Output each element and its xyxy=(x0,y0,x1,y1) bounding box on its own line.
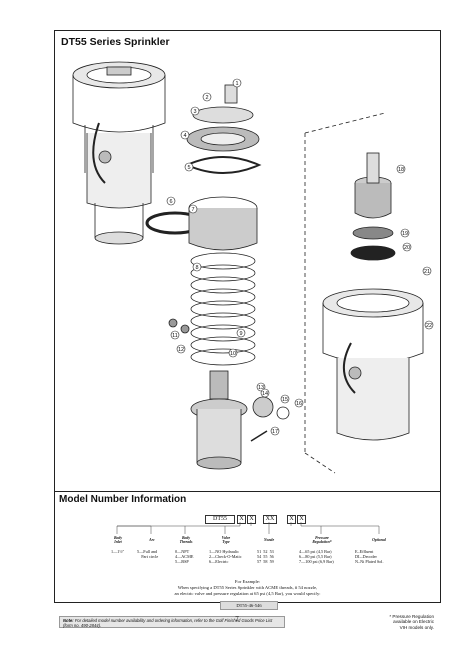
callout-20: 20 xyxy=(402,242,412,252)
callout-13: 13 xyxy=(256,382,266,392)
callout-17: 17 xyxy=(270,426,280,436)
callout-10: 10 xyxy=(228,348,238,358)
col-values-optional: E–Effluent DL–Decoder N–Ni Plated Sol. xyxy=(355,549,384,565)
callout-3: 3 xyxy=(190,106,200,116)
svg-text:3: 3 xyxy=(193,109,196,115)
col-values-body-inlet: 1—1½" xyxy=(111,549,125,554)
col-header-nozzle: Nozzle xyxy=(263,538,275,542)
svg-text:6: 6 xyxy=(169,199,172,205)
col-header-body-inlet: Body Inlet xyxy=(113,536,122,545)
col-header-optional: Optional xyxy=(372,538,386,542)
callout-2: 2 xyxy=(202,92,212,102)
callout-22: 22 xyxy=(424,320,434,330)
model-number-section: DT55 X X XX X X Body Inlet Arc Body Thre… xyxy=(55,509,440,630)
callout-19: 19 xyxy=(400,228,410,238)
callout-16: 16 xyxy=(294,398,304,408)
callout-11: 11 xyxy=(170,330,180,340)
svg-text:22: 22 xyxy=(426,323,432,329)
svg-text:19: 19 xyxy=(402,231,408,237)
callout-12: 12 xyxy=(176,344,186,354)
svg-text:5: 5 xyxy=(187,165,190,171)
callout-6: 6 xyxy=(166,196,176,206)
svg-text:16: 16 xyxy=(296,401,302,407)
callout-15: 15 xyxy=(280,394,290,404)
col-values-pressure-regulation: 4—65 psi (4,5 Bar) 6—80 psi (5,5 Bar) 7—… xyxy=(299,549,334,565)
model-slot-pressure: X xyxy=(287,515,296,524)
callout-21: 21 xyxy=(422,266,432,276)
model-prefix-box: DT55 xyxy=(205,515,235,524)
model-slot-arc: X xyxy=(247,515,256,524)
diagram-title: DT55 Series Sprinkler xyxy=(61,36,170,48)
pressure-regulation-footnote: * Pressure Regulation available on Elect… xyxy=(389,614,434,630)
col-values-body-threads: 0—NPT 4—ACME 5—BSP xyxy=(175,549,194,565)
callout-label: 1 xyxy=(235,81,238,87)
svg-text:2: 2 xyxy=(205,95,208,101)
note-text: For detailed model number availability a… xyxy=(63,618,273,628)
callout-1: 1 xyxy=(232,78,242,88)
assembled-sprinkler-illustration xyxy=(72,61,166,245)
figure-frame: DT55 Series Sprinkler xyxy=(54,30,441,630)
svg-text:21: 21 xyxy=(424,269,430,275)
svg-text:13: 13 xyxy=(258,385,264,391)
callout-8: 8 xyxy=(192,262,202,272)
svg-text:20: 20 xyxy=(404,245,410,251)
col-values-valve-type: 1—NO Hydraulic 2—Check-O-Matic 6—Electri… xyxy=(209,549,242,565)
model-slot-body-inlet: X xyxy=(237,515,246,524)
svg-text:7: 7 xyxy=(191,207,194,213)
model-slot-optional: X xyxy=(297,515,306,524)
section-divider xyxy=(55,491,440,492)
col-header-pressure-regulation: Pressure Regulation* xyxy=(312,536,332,545)
right-parts-illustration xyxy=(322,152,424,441)
svg-text:12: 12 xyxy=(178,347,184,353)
svg-text:14: 14 xyxy=(262,391,268,397)
col-values-arc: 5—Full and Part circle xyxy=(137,549,159,560)
exploded-view-diagram: 1 2 3 4 5 6 7 8 9 10 11 12 13 14 15 16 1… xyxy=(72,61,434,474)
svg-text:18: 18 xyxy=(398,167,404,173)
callout-4: 4 xyxy=(180,130,190,140)
col-header-arc: Arc xyxy=(149,538,155,542)
svg-text:11: 11 xyxy=(172,333,178,339)
svg-text:15: 15 xyxy=(282,397,288,403)
model-info-title: Model Number Information xyxy=(59,494,187,505)
example-line-2: an electric valve and pressure regulatio… xyxy=(174,591,321,596)
bracket-lines xyxy=(116,522,380,534)
note-label: Note: xyxy=(63,618,74,623)
callout-7: 7 xyxy=(188,204,198,214)
example-label: For Example: xyxy=(234,579,261,584)
svg-text:8: 8 xyxy=(195,265,198,271)
model-slot-nozzle: XX xyxy=(263,515,277,524)
col-values-nozzle: 51 52 53 54 55 56 57 58 59 xyxy=(257,549,274,565)
col-header-valve-type: Valve Type xyxy=(221,536,231,545)
callout-9: 9 xyxy=(236,328,246,338)
svg-text:10: 10 xyxy=(230,351,236,357)
ordering-note: Note: For detailed model number availabi… xyxy=(59,616,285,628)
exploded-parts-column xyxy=(145,84,290,470)
page-number: 7 xyxy=(235,615,239,623)
callout-14: 14 xyxy=(260,388,270,398)
example-line-1: When specifying a DT55 Series Sprinkler … xyxy=(177,585,318,590)
callout-18: 18 xyxy=(396,164,406,174)
svg-text:17: 17 xyxy=(272,429,278,435)
svg-text:9: 9 xyxy=(239,331,242,337)
example-model-code: DT55-46-546 xyxy=(220,601,278,610)
col-header-body-threads: Body Threads xyxy=(179,536,193,545)
callout-5: 5 xyxy=(184,162,194,172)
svg-text:4: 4 xyxy=(183,133,186,139)
